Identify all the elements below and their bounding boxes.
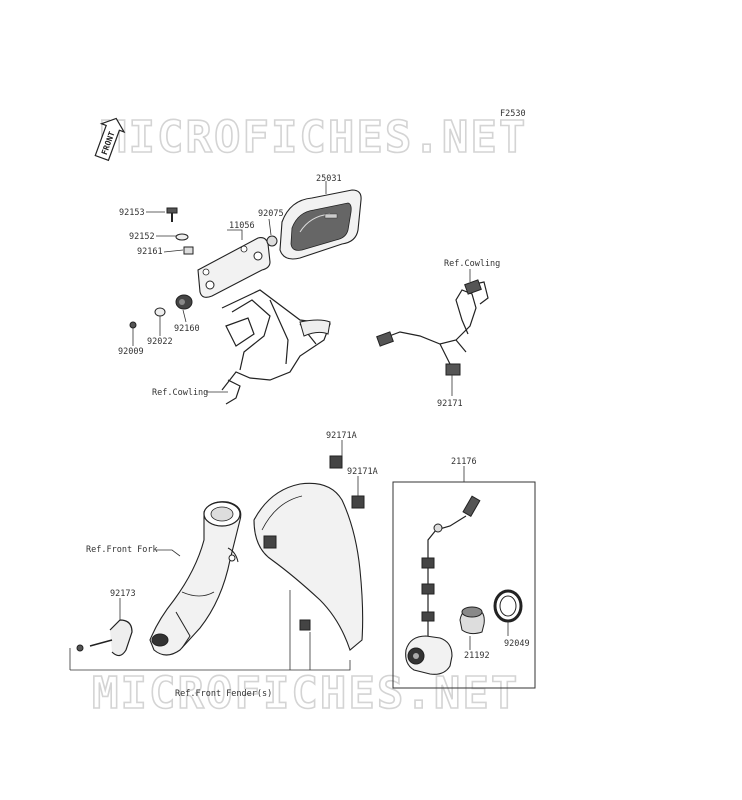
front-arrow-icon: FRONT bbox=[94, 117, 126, 162]
label-92171: 92171 bbox=[437, 399, 463, 409]
label-25031: 25031 bbox=[316, 174, 342, 184]
label-11056: 11056 bbox=[229, 221, 255, 231]
label-92161: 92161 bbox=[137, 247, 163, 257]
label-92075: 92075 bbox=[258, 209, 284, 219]
fork-fender-assembly: 92171A 92171A Ref.Front Fork 92173 Ref.F… bbox=[69, 431, 378, 699]
label-92049: 92049 bbox=[504, 639, 530, 649]
label-92022: 92022 bbox=[147, 337, 173, 347]
label-92152: 92152 bbox=[129, 232, 155, 242]
sensor-assembly: 21176 21192 92049 bbox=[392, 457, 536, 689]
watermark-bottom: MICROFICHES.NET bbox=[92, 668, 519, 719]
label-ref-cowling-2: Ref.Cowling bbox=[444, 259, 500, 269]
meter-assembly: 25031 92075 11056 92153 92152 92161 9216… bbox=[118, 174, 362, 405]
label-ref-front-fork: Ref.Front Fork bbox=[86, 545, 158, 555]
label-92153: 92153 bbox=[119, 208, 145, 218]
meter-harness: Ref.Cowling 92171 bbox=[376, 259, 500, 409]
label-92171A-2: 92171A bbox=[347, 467, 378, 477]
label-92171A-1: 92171A bbox=[326, 431, 357, 441]
label-21192: 21192 bbox=[464, 651, 490, 661]
label-92009: 92009 bbox=[118, 347, 144, 357]
label-ref-cowling-1: Ref.Cowling bbox=[152, 388, 208, 398]
label-92160: 92160 bbox=[174, 324, 200, 334]
label-ref-front-fender: Ref.Front Fender(s) bbox=[175, 689, 272, 699]
watermark-top: MICROFICHES.NET bbox=[100, 112, 527, 163]
label-21176: 21176 bbox=[451, 457, 477, 467]
diagram-code: F2530 bbox=[500, 109, 526, 119]
label-92173: 92173 bbox=[110, 589, 136, 599]
